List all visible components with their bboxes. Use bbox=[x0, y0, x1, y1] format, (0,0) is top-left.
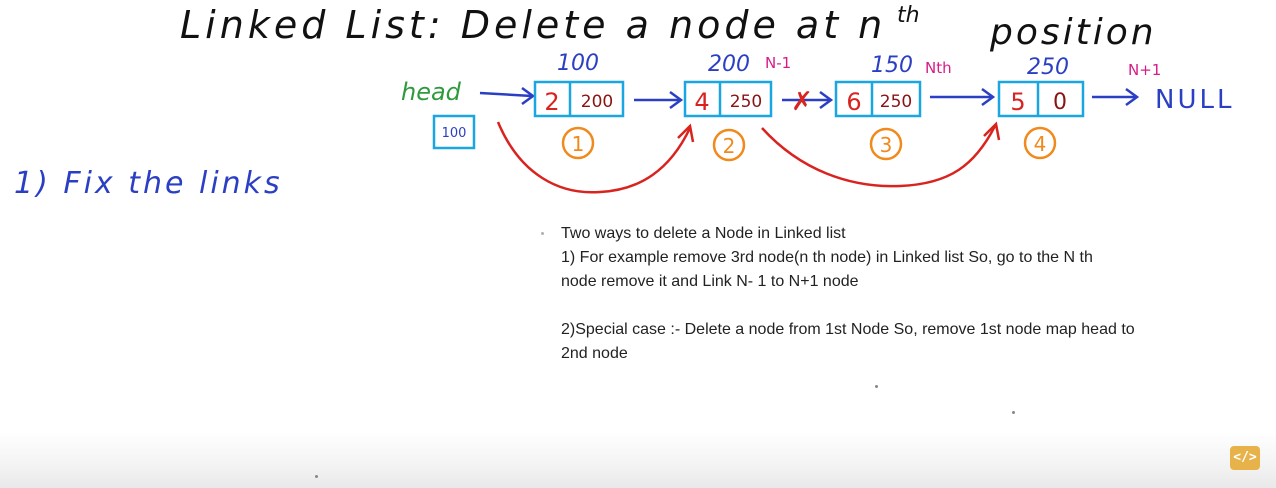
code-logo-icon[interactable]: </> bbox=[1230, 446, 1260, 470]
notes-line-2: 1) For example remove 3rd node(n th node… bbox=[561, 249, 1093, 266]
node-1-index: 1 bbox=[572, 132, 585, 156]
node-2-next: 250 bbox=[730, 92, 762, 112]
link-1-2 bbox=[634, 90, 684, 110]
notes-line-4: 2)Special case :- Delete a node from 1st… bbox=[561, 321, 1135, 338]
link-4-null bbox=[1092, 87, 1140, 107]
node-3-index: 3 bbox=[880, 133, 893, 157]
notes-gap bbox=[561, 294, 1261, 318]
speck bbox=[875, 385, 878, 388]
notes-line-5: 2nd node bbox=[561, 345, 628, 362]
title: Linked List: Delete a node at n th posit… bbox=[180, 3, 1157, 53]
node-4-address: 250 bbox=[1027, 55, 1069, 80]
node-3-data: 6 bbox=[846, 88, 861, 116]
link-2-3-broken: ✗ bbox=[782, 87, 834, 117]
head-value: 100 bbox=[442, 126, 467, 141]
broken-link-cross-icon: ✗ bbox=[791, 87, 813, 117]
node-4-index: 4 bbox=[1034, 132, 1047, 156]
node-1: 100 2 200 1 bbox=[533, 51, 625, 160]
notes-line-1: Two ways to delete a Node in Linked list bbox=[561, 225, 846, 242]
head-arrow bbox=[479, 86, 536, 106]
node-1-data: 2 bbox=[544, 88, 559, 116]
speck bbox=[315, 475, 318, 478]
head-label: head bbox=[401, 78, 462, 106]
node-2-marker: N-1 bbox=[765, 54, 791, 72]
node-2-address: 200 bbox=[708, 52, 750, 77]
notes-line-3: node remove it and Link N- 1 to N+1 node bbox=[561, 273, 859, 290]
video-footer-bar bbox=[0, 432, 1276, 488]
node-3-next: 250 bbox=[880, 92, 912, 112]
null-label: NULL bbox=[1155, 85, 1234, 115]
node-4-marker: N+1 bbox=[1128, 61, 1161, 79]
relink-arrow-head-to-node-2 bbox=[496, 121, 695, 194]
bullet-dot bbox=[541, 232, 544, 235]
relink-arrow-node-2-to-node-4 bbox=[761, 121, 1001, 188]
node-1-address: 100 bbox=[557, 51, 599, 76]
step-label: 1) Fix the links bbox=[14, 166, 283, 201]
node-2-index: 2 bbox=[723, 134, 736, 158]
node-3: 150 Nth 6 250 3 bbox=[834, 53, 952, 161]
node-2: 200 N-1 4 250 2 bbox=[683, 52, 791, 162]
node-4-next: 0 bbox=[1053, 90, 1067, 115]
link-3-4 bbox=[930, 87, 996, 107]
node-4-data: 5 bbox=[1010, 88, 1025, 116]
title-main: Linked List: Delete a node at n bbox=[180, 3, 886, 47]
title-tail: position bbox=[989, 12, 1157, 53]
node-3-marker: Nth bbox=[925, 59, 952, 77]
speck bbox=[1012, 411, 1015, 414]
node-4: 250 N+1 5 0 4 bbox=[997, 55, 1161, 160]
title-superscript: th bbox=[897, 3, 920, 28]
head-box bbox=[432, 114, 476, 150]
notes-text: Two ways to delete a Node in Linked list… bbox=[561, 222, 1261, 366]
node-2-data: 4 bbox=[694, 88, 709, 116]
node-1-next: 200 bbox=[581, 92, 613, 112]
node-3-address: 150 bbox=[871, 53, 913, 78]
